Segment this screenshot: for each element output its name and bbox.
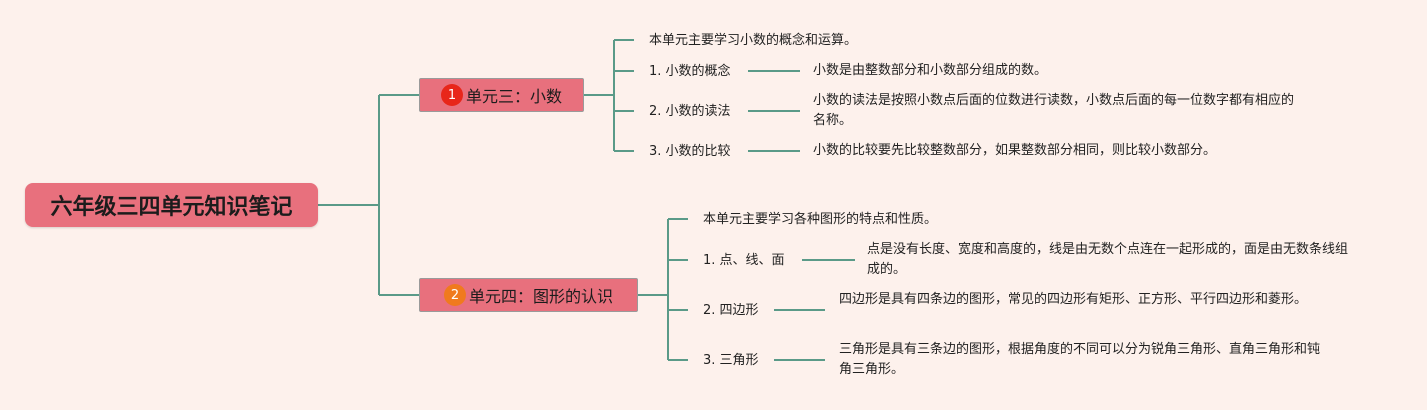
topic-desc-point-line-plane: 点是没有长度、宽度和高度的，线是由无数个点连在一起形成的，面是由无数条线组成的。: [867, 242, 1349, 277]
branch-title-unit4: 单元四：图形的认识: [468, 287, 613, 306]
summary-unit3: 本单元主要学习小数的概念和运算。: [649, 33, 858, 48]
topic-label-triangle: 3. 三角形: [703, 353, 759, 368]
root-node[interactable]: 六年级三四单元知识笔记: [25, 183, 318, 227]
topic-desc-decimal-concept: 小数是由整数部分和小数部分组成的数。: [813, 63, 1048, 78]
topic-desc-triangle: 三角形是具有三条边的图形，根据角度的不同可以分为锐角三角形、直角三角形和钝角三角…: [839, 342, 1321, 377]
root-title: 六年级三四单元知识笔记: [50, 195, 293, 220]
topic-desc-quadrilateral: 四边形是具有四条边的图形，常见的四边形有矩形、正方形、平行四边形和菱形。: [839, 292, 1308, 307]
topic-label-decimal-reading: 2. 小数的读法: [649, 104, 731, 119]
number-badge-2: 2: [443, 284, 466, 306]
topic-desc-decimal-reading: 小数的读法是按照小数点后面的位数进行读数，小数点后面的每一位数字都有相应的名称。: [813, 93, 1295, 128]
topic-desc-decimal-comparison: 小数的比较要先比较整数部分，如果整数部分相同，则比较小数部分。: [813, 143, 1217, 158]
topic-label-decimal-concept: 1. 小数的概念: [649, 64, 731, 79]
summary-unit4: 本单元主要学习各种图形的特点和性质。: [703, 212, 938, 227]
topic-label-decimal-comparison: 3. 小数的比较: [649, 144, 731, 159]
number-badge-1: 1: [440, 84, 463, 106]
branch-title-unit3: 单元三：小数: [465, 87, 562, 106]
branch-node-unit3[interactable]: 1 单元三：小数: [419, 78, 584, 112]
topic-label-quadrilateral: 2. 四边形: [703, 303, 759, 318]
branch-node-unit4[interactable]: 2 单元四：图形的认识: [419, 278, 638, 312]
topic-label-point-line-plane: 1. 点、线、面: [703, 253, 785, 268]
